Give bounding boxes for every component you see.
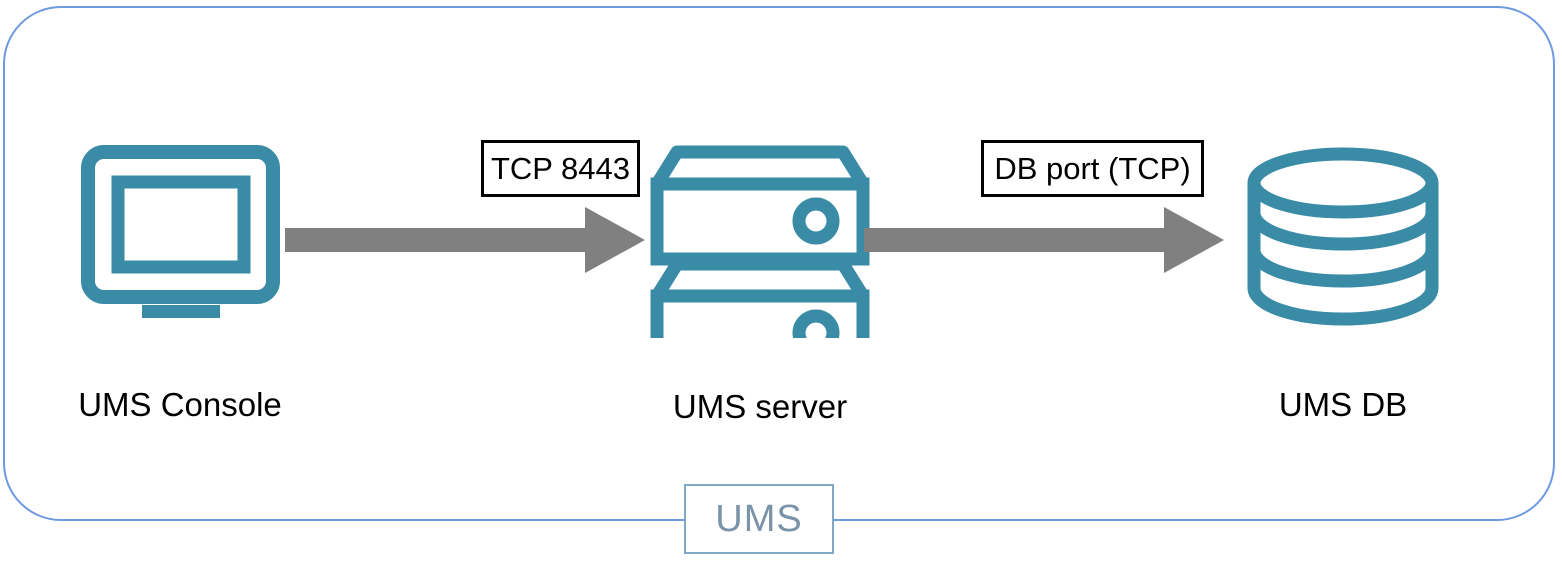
arrow-console-to-server bbox=[285, 200, 650, 285]
port-label-db-port-tcp: DB port (TCP) bbox=[981, 140, 1204, 197]
node-label-ums-server: UMS server bbox=[672, 388, 848, 425]
node-label-ums-db: UMS DB bbox=[1278, 386, 1408, 423]
ums-badge: UMS bbox=[684, 484, 834, 554]
monitor-icon bbox=[81, 145, 280, 318]
node-ums-console: UMS Console bbox=[40, 145, 320, 421]
node-ums-server: UMS server bbox=[620, 138, 900, 423]
database-cylinder-icon bbox=[1247, 147, 1439, 326]
node-label-ums-console: UMS Console bbox=[78, 386, 282, 423]
port-label-text: DB port (TCP) bbox=[994, 150, 1191, 186]
ums-badge-label: UMS bbox=[715, 497, 803, 540]
server-rack-icon bbox=[650, 145, 870, 338]
arrow-server-to-db bbox=[864, 200, 1229, 285]
port-label-text: TCP 8443 bbox=[490, 150, 630, 186]
port-label-tcp-8443: TCP 8443 bbox=[481, 140, 640, 197]
node-ums-db: UMS DB bbox=[1203, 145, 1483, 421]
